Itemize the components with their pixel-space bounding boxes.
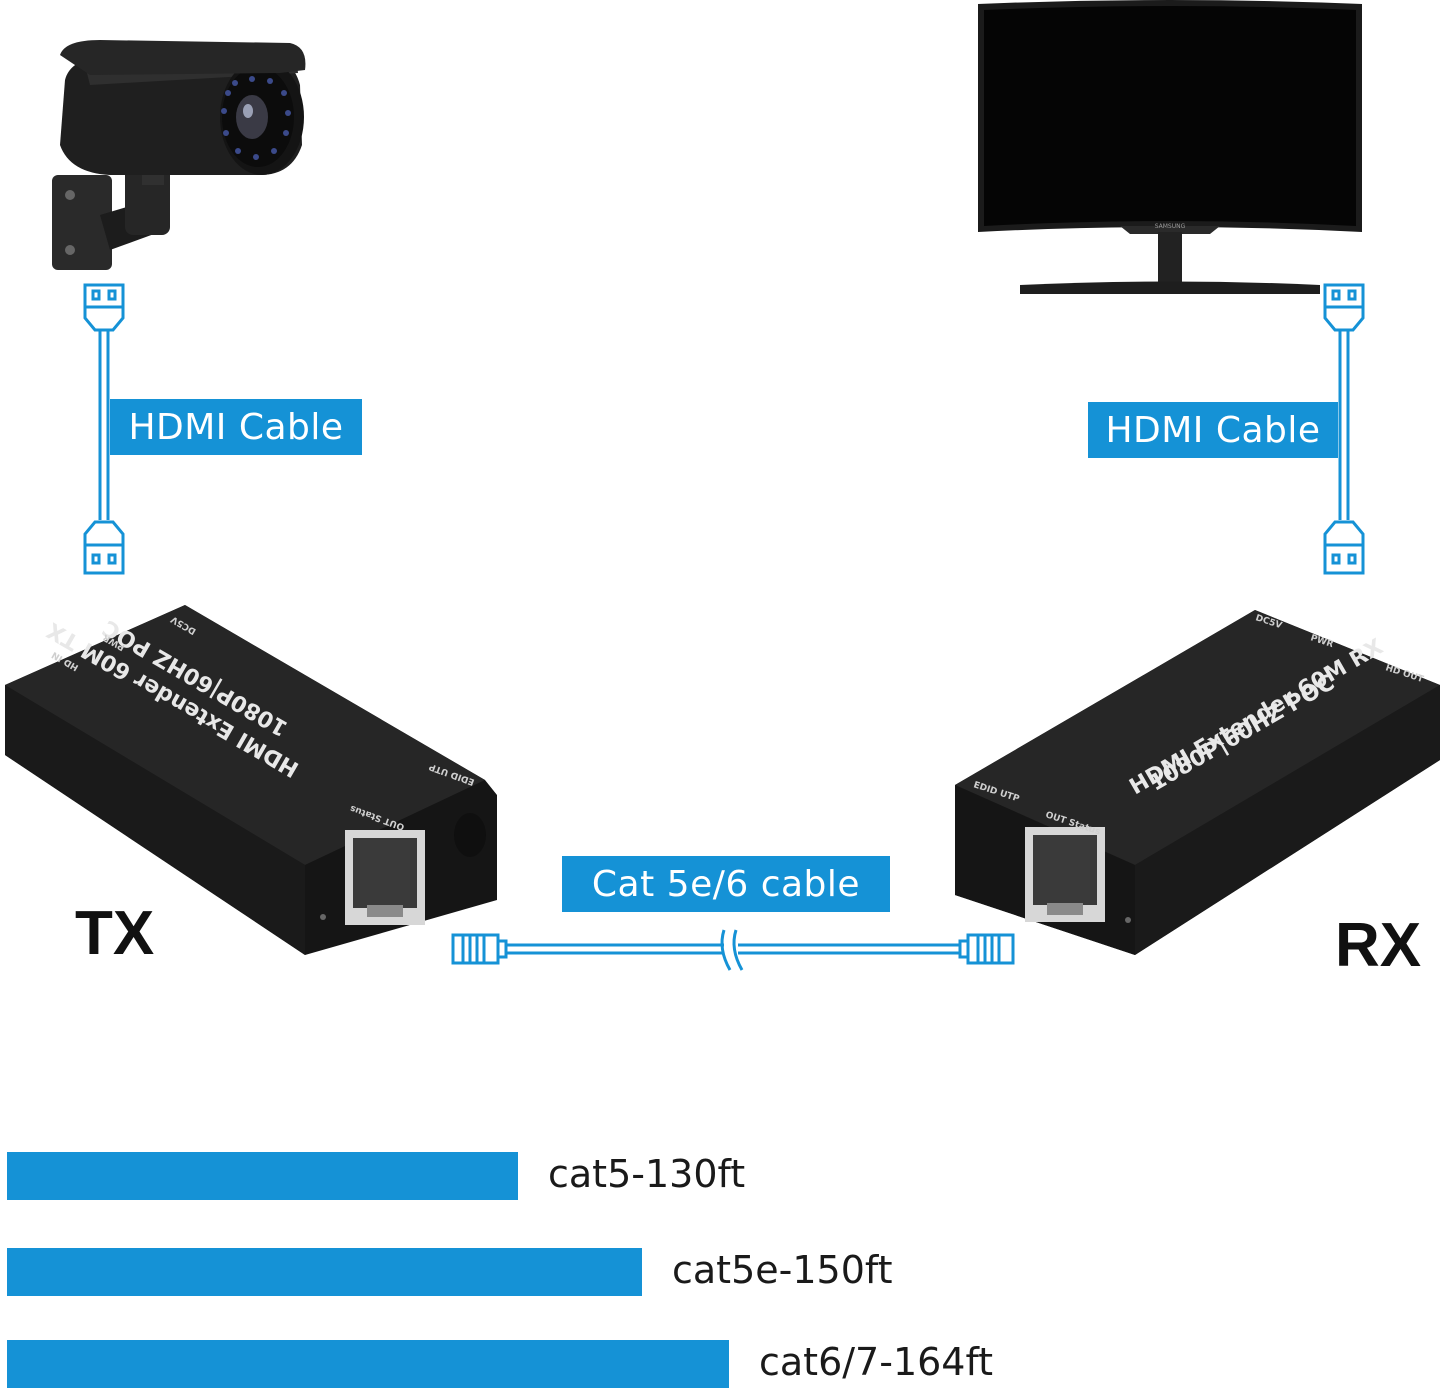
rx-label: RX [1335, 911, 1422, 980]
cctv-camera-icon [52, 40, 306, 270]
hdmi-plug-icon [1323, 543, 1365, 575]
monitor-brand: SAMSUNG [1155, 223, 1186, 230]
hdmi-cable-left [83, 283, 125, 575]
distance-bar-chart: cat5-130ft cat5e-150ft cat6/7-164ft [0, 1140, 1445, 1400]
hdmi-plug-icon [83, 543, 125, 575]
hdmi-cable-right-label: HDMI Cable [1088, 402, 1338, 458]
monitor-icon: SAMSUNG [978, 0, 1362, 294]
hdmi-cable-left-label: HDMI Cable [110, 399, 362, 455]
hdmi-cable-right [1323, 283, 1365, 575]
lan-cable-label: Cat 5e/6 cable [562, 856, 890, 912]
hdmi-plug-icon [1323, 283, 1365, 309]
tx-device: HDMI Extender 60M TX 1080P|60HZ POC HD I… [5, 605, 497, 955]
rx-device: HDMI Extender 60M RX 1080P|60HZ POC HD O… [955, 610, 1440, 955]
bar-label-cat6-7: cat6/7-164ft [759, 1340, 994, 1384]
bar-cat5 [7, 1152, 518, 1200]
bar-label-cat5e: cat5e-150ft [672, 1248, 893, 1292]
bar-cat5e [7, 1248, 642, 1296]
tx-label: TX [75, 899, 155, 968]
hdmi-plug-icon [83, 283, 125, 309]
bar-cat6-7 [7, 1340, 729, 1388]
bar-label-cat5: cat5-130ft [548, 1152, 746, 1196]
lan-cable [451, 929, 1015, 971]
